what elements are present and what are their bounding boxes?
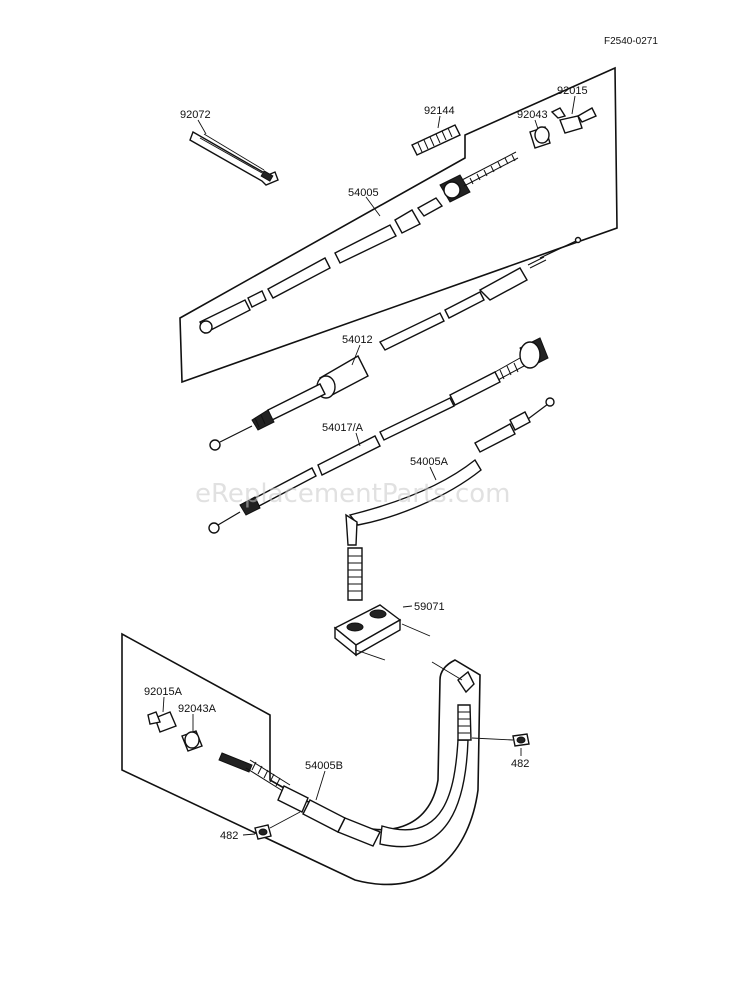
- part-92015-wing-nut[interactable]: [550, 107, 597, 134]
- part-54017a-cable[interactable]: [208, 337, 549, 534]
- watermark: eReplacementParts.com: [195, 479, 511, 509]
- part-54005a-cable[interactable]: [345, 397, 555, 601]
- leader-92043: [534, 119, 539, 130]
- leader-54012: [351, 344, 361, 366]
- part-482-nut-right[interactable]: [471, 733, 530, 747]
- upper-group-frame: [179, 66, 618, 384]
- part-54005-cable[interactable]: [199, 151, 519, 334]
- label-92015: 92015: [557, 85, 588, 97]
- leader-92015a: [162, 696, 165, 713]
- leader-92015: [571, 95, 576, 115]
- leader-92072: [197, 119, 207, 135]
- label-92072: 92072: [180, 109, 211, 121]
- leader-54005a: [429, 466, 437, 481]
- label-54017a: 54017/A: [322, 422, 364, 434]
- figure-code: F2540-0271: [604, 36, 658, 47]
- leader-92144: [437, 115, 441, 129]
- label-482-right: 482: [511, 758, 529, 770]
- label-92043a: 92043A: [178, 703, 217, 715]
- label-54005: 54005: [348, 187, 379, 199]
- label-54005a: 54005A: [410, 456, 449, 468]
- part-92043a-collar[interactable]: [181, 730, 203, 752]
- leader-482-left: [242, 833, 256, 836]
- part-59071-bracket[interactable]: [333, 604, 431, 661]
- leader-59071: [402, 605, 413, 608]
- part-482-nut-left[interactable]: [254, 811, 301, 840]
- part-92015a-wing-nut[interactable]: [147, 711, 177, 733]
- label-482-left: 482: [220, 830, 238, 842]
- part-92072-strap[interactable]: [189, 130, 279, 186]
- label-92043: 92043: [517, 109, 548, 121]
- part-92144-spring[interactable]: [411, 124, 461, 156]
- part-92043-collar[interactable]: [529, 126, 551, 149]
- label-59071: 59071: [414, 601, 445, 613]
- label-54005b: 54005B: [305, 760, 343, 772]
- leader-54005b: [315, 770, 326, 801]
- part-54012-cable[interactable]: [209, 236, 582, 451]
- leader-54017a: [355, 432, 361, 447]
- label-92015a: 92015A: [144, 686, 183, 698]
- leader-54005: [365, 196, 381, 217]
- lower-group-frame: [121, 632, 481, 886]
- label-54012: 54012: [342, 334, 373, 346]
- part-54005b-cable[interactable]: [218, 661, 475, 848]
- label-92144: 92144: [424, 105, 455, 117]
